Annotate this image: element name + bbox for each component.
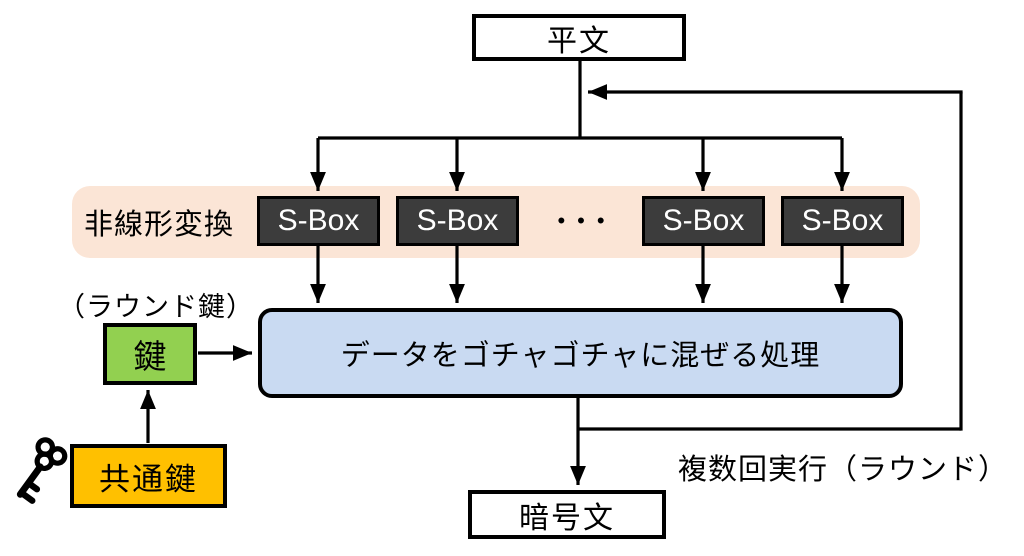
sbox-ellipsis: ••• <box>557 208 617 233</box>
mix-process-label: データをゴチャゴチャに混ぜる処理 <box>340 340 821 372</box>
round-key-caption: （ラウンド鍵） <box>58 292 254 322</box>
plaintext-box: 平文 <box>472 14 686 61</box>
sbox-3: S-Box <box>642 196 765 246</box>
sbox-2: S-Box <box>396 196 519 246</box>
common-key-box: 共通鍵 <box>70 444 227 508</box>
ciphertext-label: 暗号文 <box>519 501 615 535</box>
key-icon <box>0 426 79 514</box>
common-key-label: 共通鍵 <box>99 461 198 497</box>
sbox-4-label: S-Box <box>801 204 884 237</box>
round-key-box: 鍵 <box>103 323 197 385</box>
plaintext-label: 平文 <box>547 24 611 58</box>
round-note-label: 複数回実行（ラウンド） <box>678 454 1009 486</box>
ciphertext-box: 暗号文 <box>468 490 666 539</box>
mix-process-box: データをゴチャゴチャに混ぜる処理 <box>258 308 903 398</box>
nonlinear-band-label: 非線形変換 <box>84 209 235 241</box>
sbox-2-label: S-Box <box>416 204 499 237</box>
sbox-1: S-Box <box>257 196 380 246</box>
sbox-4: S-Box <box>781 196 904 246</box>
sbox-3-label: S-Box <box>662 204 745 237</box>
round-key-label: 鍵 <box>133 338 167 375</box>
sbox-1-label: S-Box <box>277 204 360 237</box>
